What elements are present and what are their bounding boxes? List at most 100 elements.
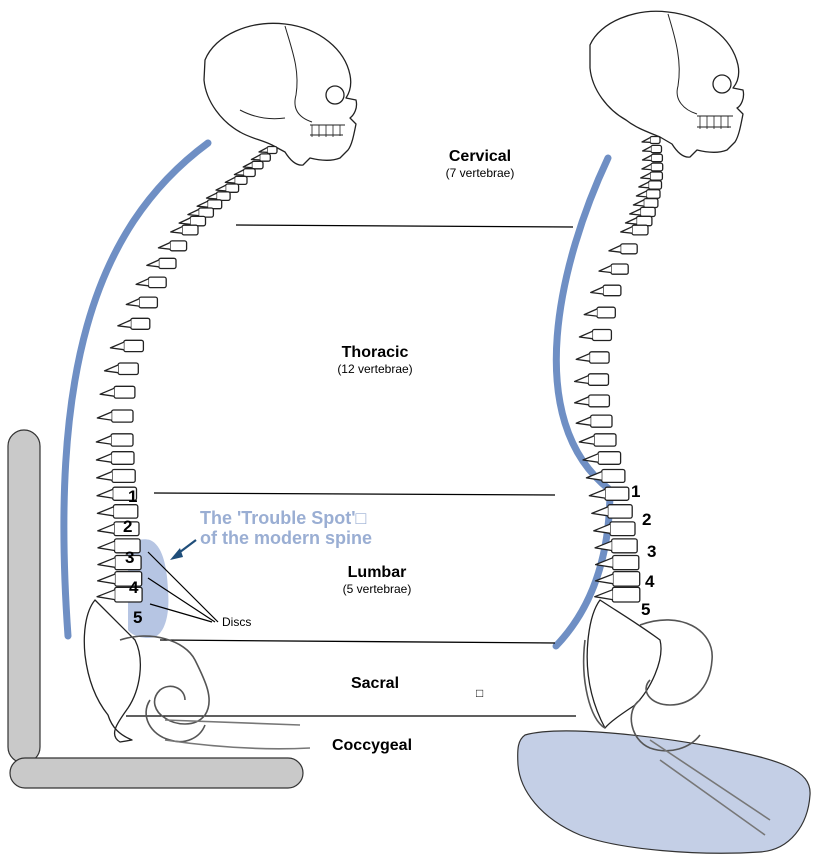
vertebra-process [579,331,592,338]
vertebra-process [639,182,649,188]
vertebra-process [589,489,605,498]
left-lumbar-number-2: 2 [123,517,132,537]
vertebra [651,154,662,162]
sacral-marker-glyph: □ [476,686,483,700]
vertebra [170,241,187,251]
region-name: Thoracic [295,344,455,362]
vertebra-process [207,193,217,199]
vertebra-process [136,279,148,286]
vertebra [613,556,639,570]
vertebra-process [633,200,643,206]
vertebra-process [583,454,598,462]
vertebra [118,363,138,375]
vertebra [588,374,608,386]
vertebra [111,452,134,465]
vertebra-process [97,412,111,420]
vertebra [252,161,263,169]
vertebra-process [110,342,123,350]
vertebra-process [97,472,112,481]
vertebra-process [575,376,589,384]
vertebra-process [251,155,259,160]
vertebra-process [105,365,119,373]
vertebra [267,147,277,154]
vertebra-process [197,201,207,207]
vertebra-process [188,210,199,216]
vertebra-process [643,156,652,161]
vertebra-process [97,507,113,516]
vertebra-process [96,436,111,444]
region-name: Cervical [400,148,560,166]
vertebra-process [234,170,243,175]
vertebra-process [609,246,621,253]
vertebra [226,184,239,192]
vertebra [602,470,625,483]
vertebra [610,522,635,536]
vertebra [591,415,612,427]
vertebra [608,505,632,518]
vertebra [217,192,231,201]
right-lumbar-number-2: 2 [642,510,651,530]
vertebra [260,154,271,161]
vertebra-process [599,266,611,273]
vertebra [597,307,615,318]
vertebra [651,145,662,152]
left-lumbar-number-4: 4 [129,578,138,598]
vertebra-process [621,227,632,233]
region-divider-lines [126,225,576,716]
vertebra-process [575,397,589,405]
vertebra [650,172,662,180]
divider-thoracic-lumbar [154,493,555,495]
vertebra-process [595,590,613,600]
vertebra-process [636,191,646,197]
chair-seat [10,758,303,788]
vertebra [182,225,198,235]
vertebra-process [179,218,190,224]
vertebra-process [98,558,115,568]
vertebra [611,264,628,274]
vertebra [590,352,610,363]
region-vertebrae-count: (5 vertebrae) [297,582,457,596]
vertebra-process [642,164,651,169]
divider-cervical-thoracic [236,225,573,227]
right-lumbar-number-1: 1 [631,482,640,502]
discs-label: Discs [222,615,251,629]
trouble-spot-label: The 'Trouble Spot'□ of the modern spine [200,508,372,548]
vertebra-process [118,320,131,327]
vertebra-process [259,148,267,153]
vertebra-process [642,138,650,143]
vertebra [651,163,663,171]
region-label-thoracic: Thoracic (12 vertebrae) [295,344,455,376]
trouble-spot-arrow [170,540,196,560]
vertebra-process [594,524,610,533]
region-vertebrae-count: (7 vertebrae) [400,166,560,180]
vertebra [139,297,157,308]
vertebra [592,330,611,341]
vertebra [603,285,621,296]
vertebra [613,572,640,587]
region-vertebrae-count: (12 vertebrae) [295,362,455,376]
region-name: Coccygeal [292,737,452,755]
vertebra [605,487,629,500]
region-label-lumbar: Lumbar (5 vertebrae) [297,564,457,596]
right-skeleton [575,11,770,835]
vertebra-process [126,299,139,306]
vertebra [589,395,610,407]
vertebra-process [98,524,114,533]
vertebra [190,216,205,225]
vertebra [131,318,150,329]
vertebra-process [147,260,159,267]
right-lumbar-number-4: 4 [645,572,654,592]
right-lumbar-number-5: 5 [641,600,650,620]
vertebra-process [96,454,111,462]
vertebra-process [591,287,603,294]
vertebra-process [592,507,608,516]
vertebra [640,207,655,216]
vertebra [612,587,639,602]
vertebra-process [584,309,597,316]
region-label-cervical: Cervical (7 vertebrae) [400,148,560,180]
vertebra [612,539,638,553]
vertebra [594,434,616,446]
vertebra-process [216,185,226,191]
left-lumbar-number-3: 3 [125,548,134,568]
vertebra [159,258,176,268]
